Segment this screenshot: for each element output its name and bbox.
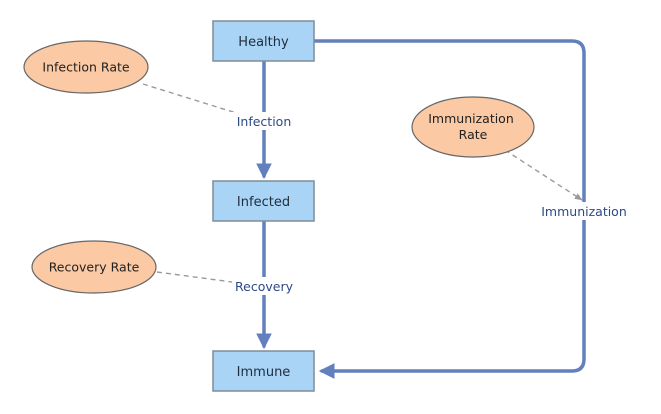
infected-stock-label: Infected — [237, 195, 290, 210]
recovery-rate-parameter[interactable]: Recovery Rate — [31, 240, 157, 294]
infected-stock[interactable]: Infected — [212, 180, 315, 222]
healthy-stock[interactable]: Healthy — [212, 20, 315, 62]
immunization-rate-label-line-2: Rate — [459, 127, 488, 142]
immune-stock[interactable]: Immune — [212, 350, 315, 392]
healthy-stock-label: Healthy — [238, 35, 289, 50]
recovery-rate-label: Recovery Rate — [49, 260, 140, 275]
immunization-flow-label: Immunization — [541, 204, 627, 219]
immune-stock-label: Immune — [237, 365, 291, 380]
infection-rate-label: Infection Rate — [42, 60, 129, 75]
infection-flow-label: Infection — [237, 114, 292, 129]
infection-rate-parameter[interactable]: Infection Rate — [23, 40, 149, 94]
immunization-rate-link — [504, 149, 583, 201]
immunization-rate-label: Immunization Rate — [428, 111, 518, 142]
immunization-rate-label-line-1: Immunization — [428, 111, 514, 126]
immunization-rate-parameter[interactable]: Immunization Rate — [411, 96, 535, 158]
recovery-flow-label: Recovery — [235, 279, 294, 294]
